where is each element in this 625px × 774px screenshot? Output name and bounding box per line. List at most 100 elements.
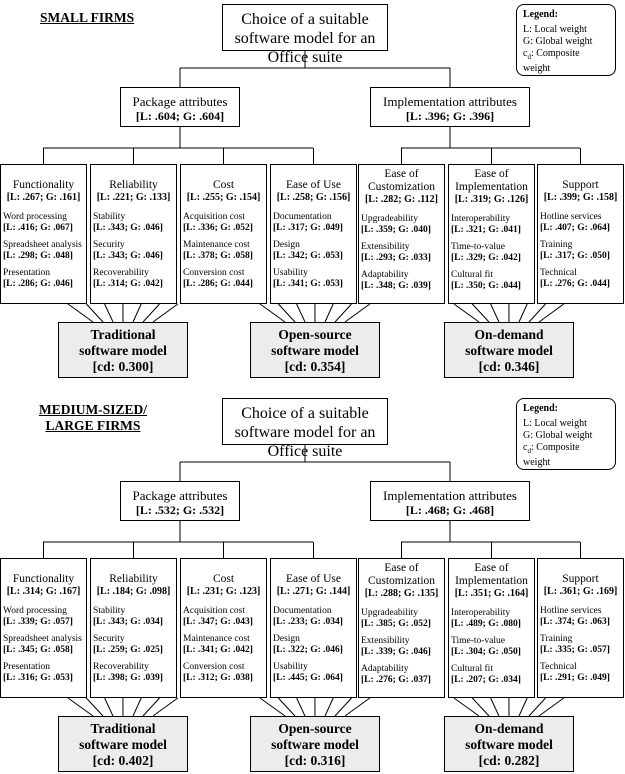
sub-criterion-weights: [L: .317; G: .050] [540,251,610,261]
criterion-name: Ease of Use [286,179,341,191]
fan-line [85,303,104,323]
sub-criterion-name: Stability [93,606,126,616]
criterion-weights: [L: .288; G: .135] [364,588,439,599]
criterion-weights: [L: .351; G: .164] [454,588,529,599]
fan-line [324,303,334,323]
fan-line [518,697,528,717]
sub-criterion: Conversion cost[L: .312; G: .038] [181,662,266,684]
sub-criterion-weights: [L: .407; G: .064] [540,223,610,233]
alternative-name: Open-source [278,721,352,736]
sub-criterion-name: Recoverability [93,268,149,278]
sub-criterion-weights: [L: .416; G: .067] [3,223,73,233]
criterion-box: Ease of Use[L: .258; G: .156]Documentati… [270,164,357,304]
fan-line [490,303,500,323]
sub-criterion-name: Training [540,634,573,644]
sub-criterion-weights: [L: .350; G: .044] [451,281,521,291]
fan-line [324,697,334,717]
alternative-name: On-demand [474,327,544,342]
criterion-name: Cost [212,573,235,585]
sub-criterion: Stability[L: .343; G: .046] [91,212,176,234]
criterion-box: Functionality[L: .267; G: .161]Word proc… [0,164,87,304]
sub-criterion-weights: [L: .345; G: .058] [3,645,73,655]
criterion-box: Reliability[L: .184; G: .098]Stability[L… [90,558,177,698]
sub-criterion-name: Training [540,240,573,250]
alternative-name: Open-source [278,327,352,342]
sub-criterion-name: Extensibility [361,636,410,646]
fan-line [453,303,480,323]
sub-criterion-weights: [L: .339; G: .046] [361,647,431,657]
criterion-weights: [L: .221; G: .133] [96,192,171,203]
implementation-attributes-box: Implementation attributes[L: .468; G: .4… [370,481,530,521]
alternative-composite-weight: [cd: 0.402] [92,753,154,768]
sub-criterion: Adaptability[L: .348; G: .039] [359,270,444,292]
sub-criterion-name: Extensibility [361,242,410,252]
sub-criterion-weights: [L: .343; G: .034] [93,617,163,627]
alternative-composite-weight: [cd: 0.300] [92,359,154,374]
fan-line [67,303,94,323]
criterion-weights: [L: .314; G: .167] [6,586,81,597]
criterion-box: Reliability[L: .221; G: .133]Stability[L… [90,164,177,304]
sub-criterion-name: Cultural fit [451,664,493,674]
sub-criterion-name: Spreadsheet analysis [3,634,82,644]
criterion-box: Support[L: .399; G: .158]Hotline service… [537,164,624,304]
criterion-name: Cost [212,179,235,191]
sub-criterion-weights: [L: .343; G: .046] [93,223,163,233]
criterion-name: Ease of Customization [367,562,436,587]
criterion-box: Cost[L: .231; G: .123]Acquisition cost[L… [180,558,267,698]
sub-criterion-weights: [L: .341; G: .042] [183,645,253,655]
criterion-weights: [L: .282; G: .112] [364,194,439,205]
sub-criterion: Training[L: .335; G: .057] [538,634,623,656]
sub-criterion-weights: [L: .339; G: .057] [3,617,73,627]
fan-line [296,303,306,323]
sub-criterion: Design[L: .322; G: .046] [271,634,356,656]
implementation-attributes-label: Implementation attributes [383,488,517,503]
sub-criterion: Recoverability[L: .314; G: .042] [91,268,176,290]
legend-item-global: G: Global weight [523,36,593,47]
package-attributes-weights: [L: .532; G: .532] [135,503,225,517]
sub-criterion-name: Adaptability [361,664,409,674]
sub-criterion-weights: [L: .276; G: .044] [540,279,610,289]
criterion-weights: [L: .184; G: .098] [96,586,171,597]
sub-criterion: Adaptability[L: .276; G: .037] [359,664,444,686]
implementation-attributes-weights: [L: .468; G: .468] [405,503,495,517]
sub-criterion-weights: [L: .378; G: .058] [183,251,253,261]
sub-criterion-weights: [L: .329; G: .042] [451,253,521,263]
criterion-weights: [L: .361; G: .169] [543,586,618,597]
sub-criterion-weights: [L: .374; G: .063] [540,617,610,627]
fan-line [538,697,565,717]
sub-criterion-weights: [L: .445; G: .064] [273,673,343,683]
sub-criterion: Stability[L: .343; G: .034] [91,606,176,628]
sub-criterion-weights: [L: .259; G: .025] [93,645,163,655]
sub-criterion-weights: [L: .322; G: .046] [273,645,343,655]
sub-criterion-weights: [L: .317; G: .049] [273,223,343,233]
sub-criterion: Presentation[L: .316; G: .053] [1,662,86,684]
sub-criterion-name: Upgradeability [361,214,418,224]
sub-criterion-weights: [L: .347; G: .043] [183,617,253,627]
sub-criterion-weights: [L: .398; G: .039] [93,673,163,683]
sub-criterion-name: Security [93,240,125,250]
sub-criterion-name: Word processing [3,606,67,616]
fan-line [104,697,114,717]
sub-criterion-name: Interoperability [451,608,511,618]
sub-criterion-name: Cultural fit [451,270,493,280]
fan-line [334,303,352,323]
fan-line [471,697,490,717]
sub-criterion-name: Conversion cost [183,268,245,278]
sub-criterion-weights: [L: .312; G: .038] [183,673,253,683]
fan-line [259,303,286,323]
legend-title: Legend: [523,403,558,414]
criterion-weights: [L: .267; G: .161] [6,192,81,203]
fan-line [296,697,306,717]
criterion-weights: [L: .399; G: .158] [543,192,618,203]
alternative-model: software model [271,737,359,752]
sub-criterion: Time-to-value[L: .304; G: .050] [449,636,534,658]
sub-criterion-name: Recoverability [93,662,149,672]
sub-criterion-name: Hotline services [540,606,602,616]
fan-line [538,303,565,323]
sub-criterion-weights: [L: .336; G: .052] [183,223,253,233]
sub-criterion-name: Time-to-value [451,636,506,646]
sub-criterion-name: Documentation [273,212,332,222]
sub-criterion-weights: [L: .343; G: .046] [93,251,163,261]
sub-criterion-weights: [L: .293; G: .033] [361,253,431,263]
